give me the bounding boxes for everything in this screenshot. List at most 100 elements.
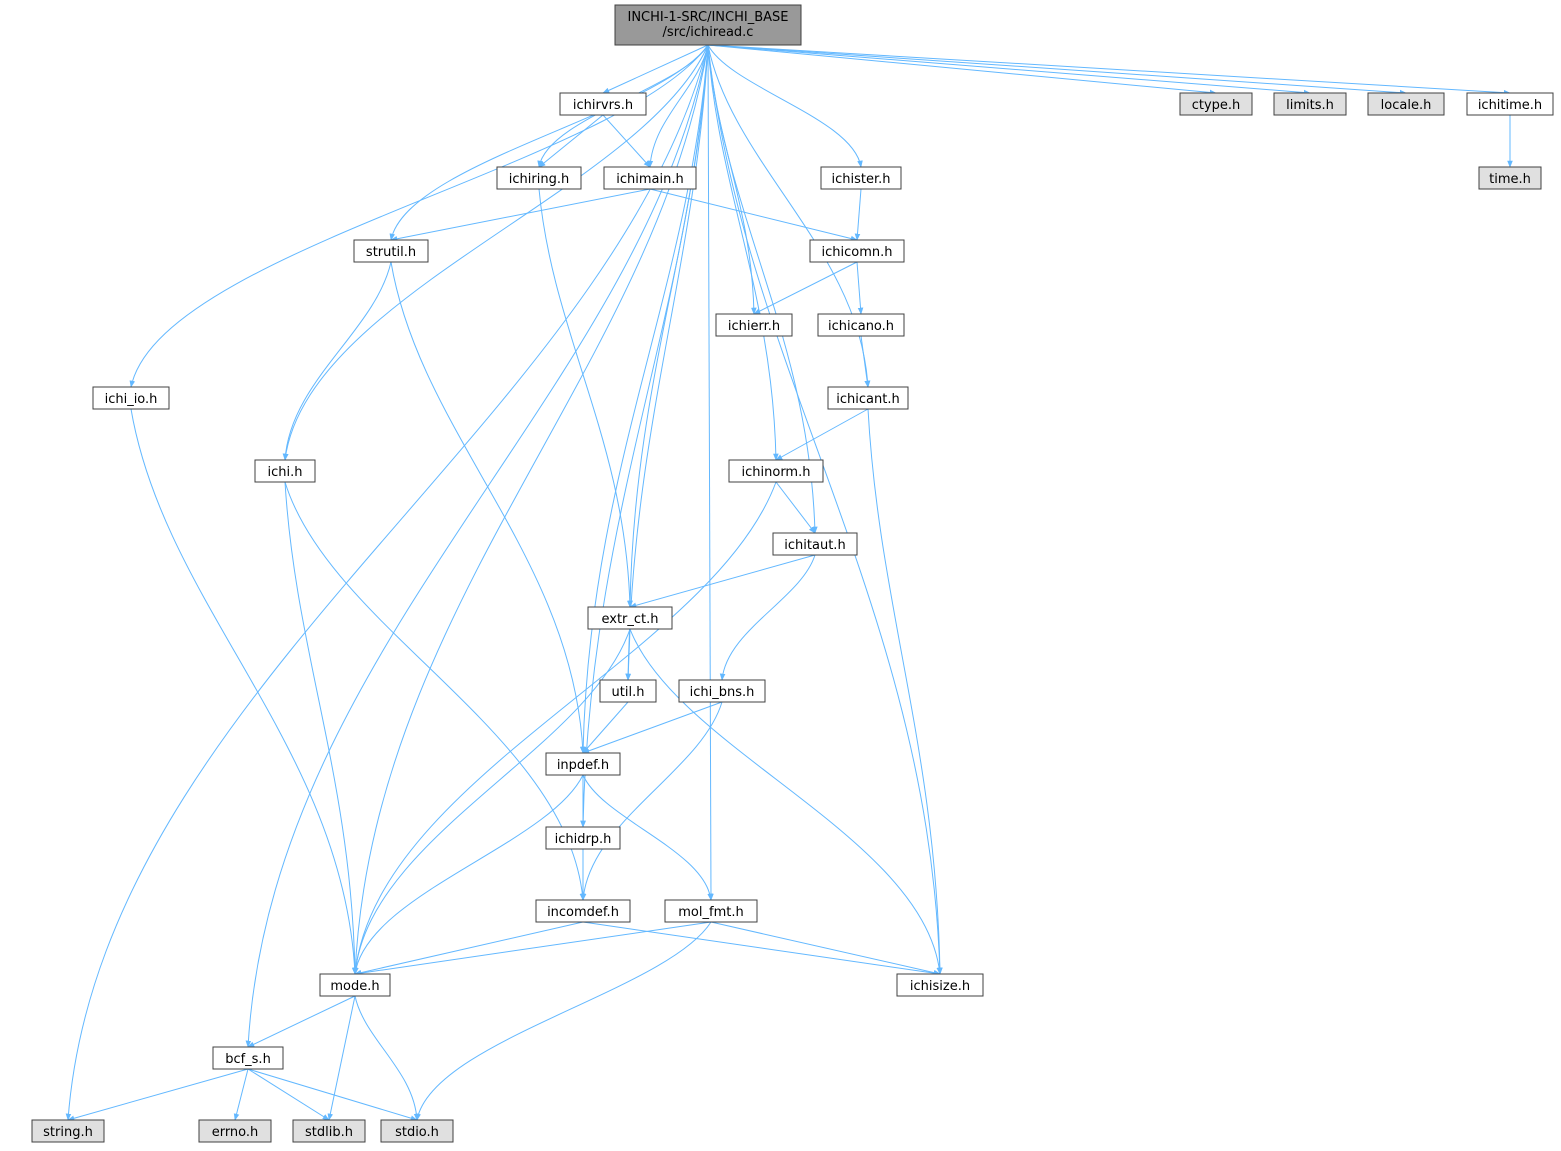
edge-root-to-ichi_io <box>129 44 709 388</box>
node-box-inpdef <box>545 752 621 776</box>
root-node-label-line2: /src/ichiread.c <box>663 25 754 40</box>
node-box-string <box>31 1119 105 1143</box>
node-ichitime[interactable]: ichitime.h <box>1466 92 1554 116</box>
node-label-time: time.h <box>1489 172 1531 187</box>
node-box-ichicant <box>827 386 909 410</box>
node-limits[interactable]: limits.h <box>1273 92 1347 116</box>
node-ichidrp[interactable]: ichidrp.h <box>545 826 621 850</box>
node-box-mode <box>319 973 391 997</box>
node-ichister[interactable]: ichister.h <box>820 166 902 190</box>
node-label-ichi-bns: ichi_bns.h <box>690 685 755 700</box>
edge-inpdef-to-mol_fmt <box>582 774 713 901</box>
node-errno[interactable]: errno.h <box>198 1119 272 1143</box>
node-ichirvrs[interactable]: ichirvrs.h <box>559 92 647 116</box>
edge-mode-to-bcf_s <box>247 995 356 1048</box>
node-extr-ct[interactable]: extr_ct.h <box>587 606 673 630</box>
edge-ichister-to-ichicomn <box>854 188 862 241</box>
node-stdlib[interactable]: stdlib.h <box>292 1119 366 1143</box>
node-label-ichisize: ichisize.h <box>910 979 970 994</box>
node-string[interactable]: string.h <box>31 1119 105 1143</box>
node-box-time <box>1478 166 1542 190</box>
edge-ichi-to-mode <box>284 481 358 975</box>
node-label-ichitime: ichitime.h <box>1478 98 1542 113</box>
edge-root-to-limits <box>707 44 1311 96</box>
node-ichicomn[interactable]: ichicomn.h <box>809 239 905 263</box>
node-strutil[interactable]: strutil.h <box>353 239 429 263</box>
edge-ichimain-to-strutil <box>390 188 651 242</box>
node-bcf-s[interactable]: bcf_s.h <box>212 1046 284 1070</box>
edge-root-to-ichinorm <box>707 44 779 461</box>
edge-root-to-ichitime <box>707 44 1511 96</box>
edge-root-to-string <box>65 44 709 1121</box>
node-label-errno: errno.h <box>212 1125 259 1140</box>
edge-ichicant-to-ichinorm <box>775 408 869 461</box>
node-label-ichiring: ichiring.h <box>509 172 569 187</box>
edge-ichinorm-to-mode <box>352 481 777 975</box>
node-label-ichi-io: ichi_io.h <box>105 392 158 407</box>
node-label-stdlib: stdlib.h <box>305 1125 353 1140</box>
node-box-ctype <box>1179 92 1253 116</box>
node-mode[interactable]: mode.h <box>319 973 391 997</box>
node-box-ichi <box>254 459 316 483</box>
node-box-errno <box>198 1119 272 1143</box>
edge-root-to-inpdef <box>580 44 709 754</box>
node-locale[interactable]: locale.h <box>1367 92 1445 116</box>
node-label-extr-ct: extr_ct.h <box>601 612 658 627</box>
node-box-ichiring <box>496 166 582 190</box>
edge-bcf_s-to-stdlib <box>247 1068 330 1121</box>
node-ichicano[interactable]: ichicano.h <box>817 313 905 337</box>
node-box-stdlib <box>292 1119 366 1143</box>
dependency-nodes: INCHI-1-SRC/INCHI_BASE /src/ichiread.c i… <box>31 4 1554 1143</box>
edge-root-to-ichitaut <box>707 44 818 534</box>
node-label-ichicomn: ichicomn.h <box>822 245 893 260</box>
edge-ichimain-to-ichicomn <box>649 188 858 242</box>
node-ichi[interactable]: ichi.h <box>254 459 316 483</box>
node-ichiring[interactable]: ichiring.h <box>496 166 582 190</box>
node-label-ichimain: ichimain.h <box>616 172 683 187</box>
edge-strutil-to-ichi <box>282 261 392 461</box>
node-box-ichi-bns <box>678 679 766 703</box>
node-ichinorm[interactable]: ichinorm.h <box>728 459 824 483</box>
node-ichimain[interactable]: ichimain.h <box>603 166 697 190</box>
node-box-bcf-s <box>212 1046 284 1070</box>
node-label-ichinorm: ichinorm.h <box>742 465 811 480</box>
node-box-ichister <box>820 166 902 190</box>
node-box-locale <box>1367 92 1445 116</box>
node-ichitaut[interactable]: ichitaut.h <box>772 532 858 556</box>
node-ichi-io[interactable]: ichi_io.h <box>92 386 170 410</box>
edge-extr_ct-to-util <box>625 628 632 681</box>
root-node-label-line1: INCHI-1-SRC/INCHI_BASE <box>627 10 788 25</box>
node-box-ichinorm <box>728 459 824 483</box>
node-label-bcf-s: bcf_s.h <box>225 1052 271 1067</box>
node-label-limits: limits.h <box>1286 98 1334 113</box>
edge-strutil-to-inpdef <box>390 261 586 754</box>
node-ctype[interactable]: ctype.h <box>1179 92 1253 116</box>
node-label-ichirvrs: ichirvrs.h <box>573 98 633 113</box>
node-ichisize[interactable]: ichisize.h <box>896 973 984 997</box>
node-util[interactable]: util.h <box>599 679 657 703</box>
node-ichi-bns[interactable]: ichi_bns.h <box>678 679 766 703</box>
node-label-inpdef: inpdef.h <box>557 758 609 773</box>
node-ichicant[interactable]: ichicant.h <box>827 386 909 410</box>
edge-root-to-ichimain <box>647 44 709 168</box>
edge-root-to-ichisize <box>707 44 943 975</box>
node-label-ichitaut: ichitaut.h <box>784 538 845 553</box>
node-inpdef[interactable]: inpdef.h <box>545 752 621 776</box>
node-box-mol-fmt <box>664 899 758 923</box>
node-box-extr-ct <box>587 606 673 630</box>
node-label-ichicant: ichicant.h <box>836 392 899 407</box>
edge-root-to-ichi <box>283 44 709 461</box>
node-ichierr[interactable]: ichierr.h <box>715 313 793 337</box>
node-incomdef[interactable]: incomdef.h <box>535 899 631 923</box>
edge-bcf_s-to-string <box>67 1068 249 1121</box>
node-label-string: string.h <box>43 1125 93 1140</box>
node-mol-fmt[interactable]: mol_fmt.h <box>664 899 758 923</box>
node-box-ichicano <box>817 313 905 337</box>
root-node[interactable]: INCHI-1-SRC/INCHI_BASE /src/ichiread.c <box>614 4 802 46</box>
edge-extr_ct-to-mode <box>352 628 631 975</box>
node-time[interactable]: time.h <box>1478 166 1542 190</box>
node-box-strutil <box>353 239 429 263</box>
node-stdio[interactable]: stdio.h <box>380 1119 454 1143</box>
edge-ichi_bns-to-incomdef <box>580 701 723 901</box>
